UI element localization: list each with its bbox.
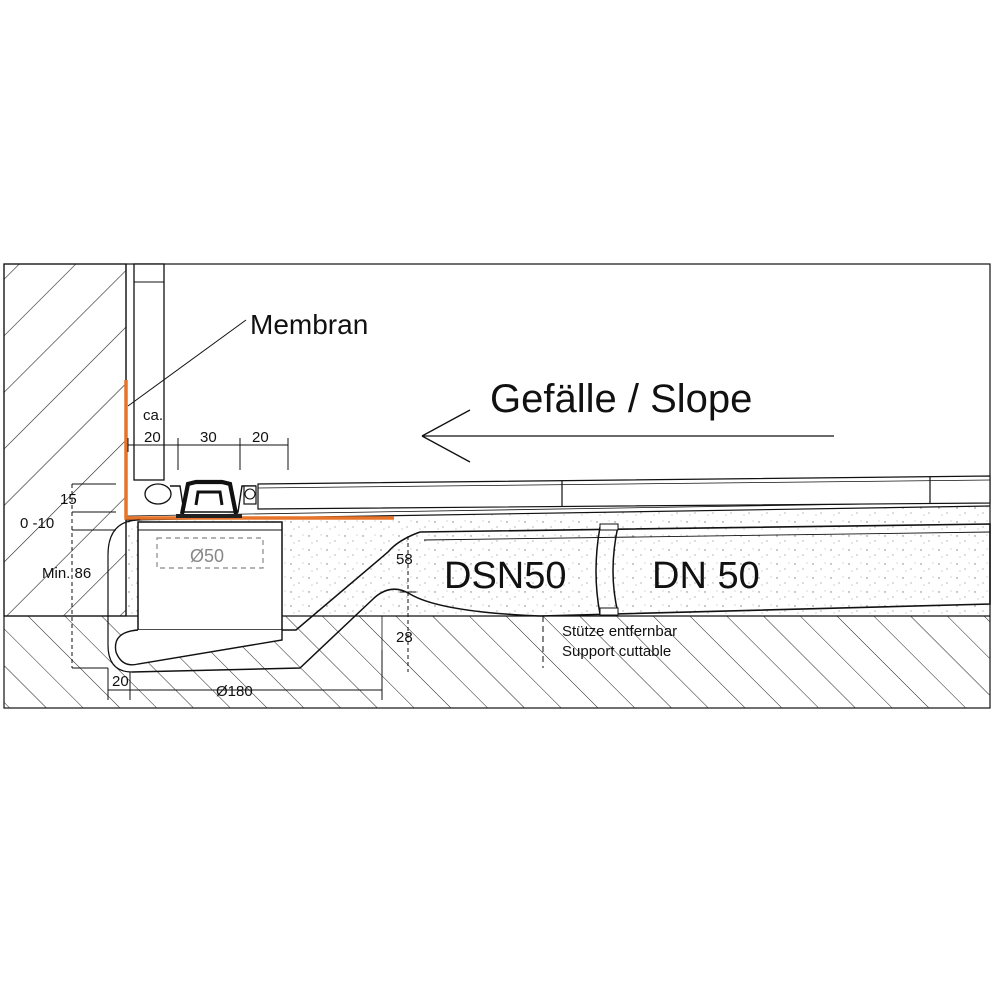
screed-layer — [126, 506, 990, 616]
dim-58: 58 — [396, 551, 413, 568]
top-dimension — [127, 438, 289, 470]
membrane-line — [124, 380, 394, 520]
dim-top-right: 20 — [252, 429, 269, 446]
dim-28: 28 — [396, 629, 413, 646]
dim-bottom-20: 20 — [112, 673, 129, 690]
slope-arrow — [421, 409, 834, 463]
floor-tile — [257, 475, 991, 510]
drain-body — [107, 519, 283, 673]
drain-profile — [144, 479, 257, 518]
dim-15: 15 — [60, 491, 77, 508]
slope-label: Gefälle / Slope — [490, 377, 752, 421]
bottom-dimension — [107, 650, 383, 700]
support-label-en: Support cuttable — [562, 643, 671, 660]
pipe-dsn-label: DSN50 — [444, 555, 567, 597]
membrane-label: Membran — [250, 309, 368, 340]
pipe-height-dimensions — [400, 536, 416, 672]
left-dimensions — [71, 483, 116, 669]
pipe-dn-label: DN 50 — [652, 555, 760, 597]
wall-tile — [133, 263, 165, 481]
dim-top-mid: 30 — [200, 429, 217, 446]
membrane-leader — [127, 319, 247, 407]
bend-pipe — [114, 531, 541, 673]
dim-top-left: 20 — [144, 429, 161, 446]
outlet-dashed-outline — [156, 537, 264, 569]
dim-min-86: Min. 86 — [42, 565, 91, 582]
outlet-diameter-label: Ø50 — [190, 546, 224, 566]
dim-ca: ca. — [143, 407, 163, 424]
dim-0-10: 0 -10 — [20, 515, 54, 532]
support-label-de: Stütze entfernbar — [562, 623, 677, 640]
dim-diameter-180: Ø180 — [216, 683, 253, 700]
straight-pipe — [419, 523, 991, 617]
wall — [4, 264, 126, 616]
